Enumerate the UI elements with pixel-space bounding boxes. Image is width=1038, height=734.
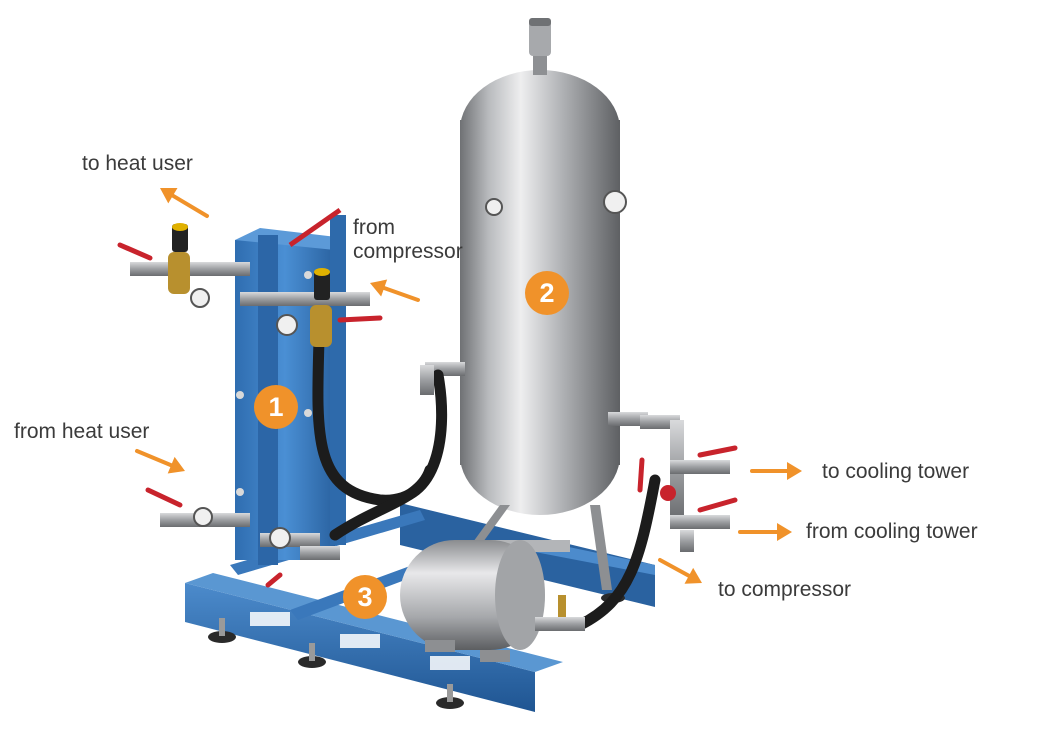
arrow-to-compressor (658, 558, 702, 584)
arrow-from-heat-user (135, 449, 185, 474)
arrow-to-cooling-tower (750, 462, 802, 480)
arrow-from-cooling-tower (738, 523, 792, 541)
hoses (312, 294, 661, 631)
label-from-compressor: from compressor (353, 216, 463, 264)
badge-horizontal-tank: 3 (343, 575, 387, 619)
arrow-to-heat-user (160, 187, 209, 218)
label-to-cooling-tower: to cooling tower (822, 460, 970, 483)
badge-heat-exchanger: 1 (254, 385, 298, 429)
ball-valve-handles (117, 242, 738, 588)
label-from-cooling-tower: from cooling tower (806, 520, 978, 543)
label-to-heat-user: to heat user (82, 152, 193, 175)
arrow-from-compressor (370, 279, 420, 302)
label-from-compressor-line1: from (353, 216, 395, 239)
horizontal-tank (400, 540, 566, 662)
label-from-heat-user: from heat user (14, 420, 150, 443)
fittings (168, 223, 676, 549)
label-from-compressor-line2: compressor (353, 240, 463, 263)
badge-vertical-tank: 2 (525, 271, 569, 315)
label-to-compressor: to compressor (718, 578, 852, 601)
